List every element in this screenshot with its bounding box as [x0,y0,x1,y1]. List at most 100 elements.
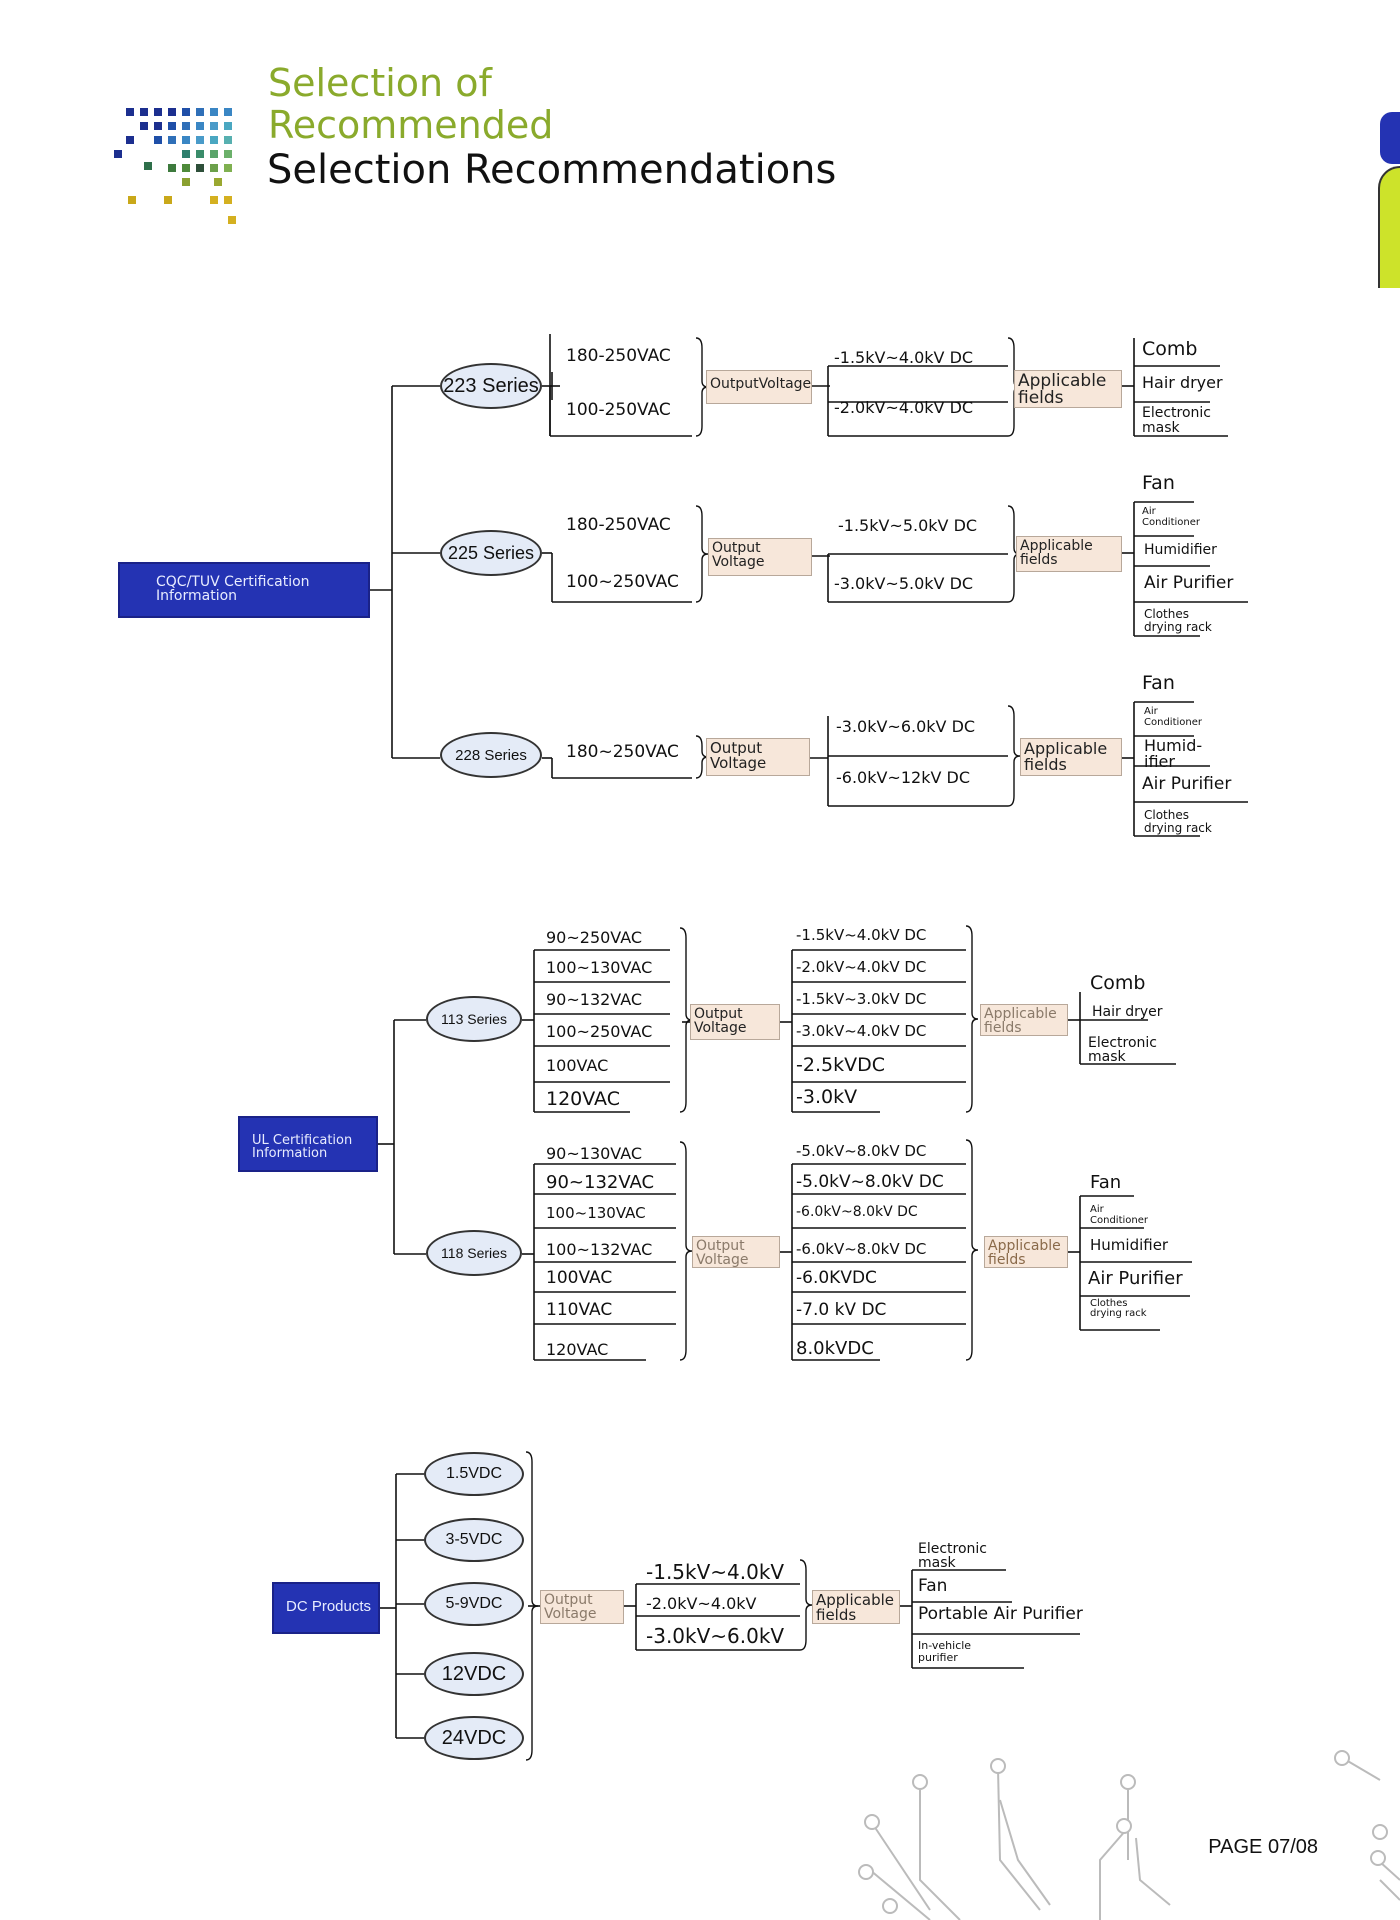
applicable-fields-label: Applicable fields [1014,370,1122,408]
ul-category-label: UL Certification Information [252,1133,353,1161]
output-voltage-label: Output Voltage [692,1236,780,1268]
input-value: 90~132VAC [546,990,643,1009]
input-value: 100-250VAC [566,400,671,420]
page-number: PAGE 07/08 [1208,1836,1318,1858]
dc-input-label: 12VDC [441,1662,507,1685]
field-item: Clothes drying rack [1090,1298,1147,1319]
cqc-category-label: CQC/TUV Certification Information [156,574,310,604]
series-228: 228 Series [440,732,542,778]
field-item: Comb [1142,338,1198,360]
logo-cell [224,136,232,144]
field-item: Electronic mask [918,1541,988,1571]
circuit-trace [999,1799,1051,1906]
logo-cell [182,136,190,144]
dc-input-label: 24VDC [441,1726,507,1749]
logo-cell [168,164,176,172]
circuit-node [912,1774,928,1790]
applicable-fields-label: Applicable fields [1020,738,1122,776]
dc-input-label: 1.5VDC [445,1465,503,1482]
circuit-trace [1099,1829,1127,1920]
circuit-node [1334,1750,1350,1766]
input-value: 110VAC [546,1300,613,1320]
input-value: 180-250VAC [566,515,671,535]
series-223-label: 223 Series [443,374,539,397]
field-item: Electronic mask [1088,1035,1158,1065]
dc-input-label: 3-5VDC [445,1531,503,1548]
output-value: -5.0kV~8.0kV DC [796,1142,927,1160]
field-item: Air Purifier [1088,1268,1183,1289]
output-value: -2.0kV~4.0kV DC [796,958,927,976]
output-value: -7.0 kV DC [796,1300,887,1320]
ul-category-box: UL Certification Information [238,1116,378,1172]
circuit-node [1370,1850,1386,1866]
output-value: -6.0KVDC [796,1268,877,1288]
field-item: In-vehicle purifier [918,1639,972,1664]
applicable-fields-label: Applicable fields [1016,536,1122,572]
input-value: 120VAC [546,1088,620,1110]
circuit-node [864,1814,880,1830]
dc-input-4: 24VDC [424,1716,524,1760]
output-voltage-label: Output Voltage [708,538,812,576]
logo-cell [144,162,152,170]
output-value: -3.0kV~6.0kV [646,1624,785,1648]
input-value: 100~250VAC [566,572,679,592]
dc-input-1: 3-5VDC [424,1518,524,1562]
input-value: 100~130VAC [546,1204,646,1222]
field-item: Humidifier [1144,542,1217,558]
output-value: -6.0kV~8.0kV DC [796,1204,918,1220]
page-subtitle: Selection Recommendations [267,147,837,193]
logo-cell [196,150,204,158]
series-113: 113 Series [426,996,522,1042]
logo-cell [224,164,232,172]
field-item: Hair dryer [1092,1004,1163,1020]
logo-cell [210,122,218,130]
applicable-fields-label: Applicable fields [812,1590,900,1624]
output-voltage-label: Output Voltage [706,738,810,776]
brace [965,925,979,1113]
circuit-trace [1379,1861,1400,1881]
logo-cell [168,136,176,144]
circuit-trace [1135,1837,1171,1906]
circuit-trace [869,1819,931,1911]
logo-cell [196,136,204,144]
logo-cell [214,178,222,186]
input-value: 90~132VAC [546,1172,655,1193]
output-value: -3.0kV~5.0kV DC [834,574,974,593]
output-value: -2.5kVDC [796,1054,885,1076]
dc-input-0: 1.5VDC [424,1452,524,1496]
logo-cell [154,122,162,130]
output-voltage-label: OutputVoltage [706,370,812,404]
series-113-label: 113 Series [441,1011,507,1027]
field-item: Clothes drying rack [1144,607,1212,634]
logo-cell [168,122,176,130]
logo-cell [196,164,204,172]
field-item: Fan [1142,672,1175,694]
field-item: Fan [1090,1172,1122,1193]
title-line-2: Recommended [268,103,554,147]
circuit-node [858,1864,874,1880]
logo-cell [196,122,204,130]
field-item: Humid-ifier [1144,736,1203,771]
input-value: 180~250VAC [566,742,679,762]
logo-cell [114,150,122,158]
logo-cell [224,196,232,204]
field-item: Air Conditioner [1144,706,1202,728]
input-value: 100~132VAC [546,1240,653,1259]
applicable-fields-label: Applicable fields [984,1236,1068,1268]
logo-cell [154,136,162,144]
logo-cell [210,164,218,172]
company-logo-icon [114,108,236,224]
output-value: -2.0kV~4.0kV [646,1594,757,1613]
input-value: 100~130VAC [546,958,653,977]
circuit-trace [919,1790,961,1920]
input-value: 180-250VAC [566,346,671,366]
field-item: Air Purifier [1144,573,1234,593]
circuit-node [1372,1824,1388,1840]
circuit-trace [1345,1759,1381,1781]
dc-category-box: DC Products [272,1582,380,1634]
input-value: 100~250VAC [546,1022,653,1041]
circuit-trace [1379,1879,1400,1901]
input-value: 100VAC [546,1268,613,1288]
circuit-trace [997,1767,1041,1911]
